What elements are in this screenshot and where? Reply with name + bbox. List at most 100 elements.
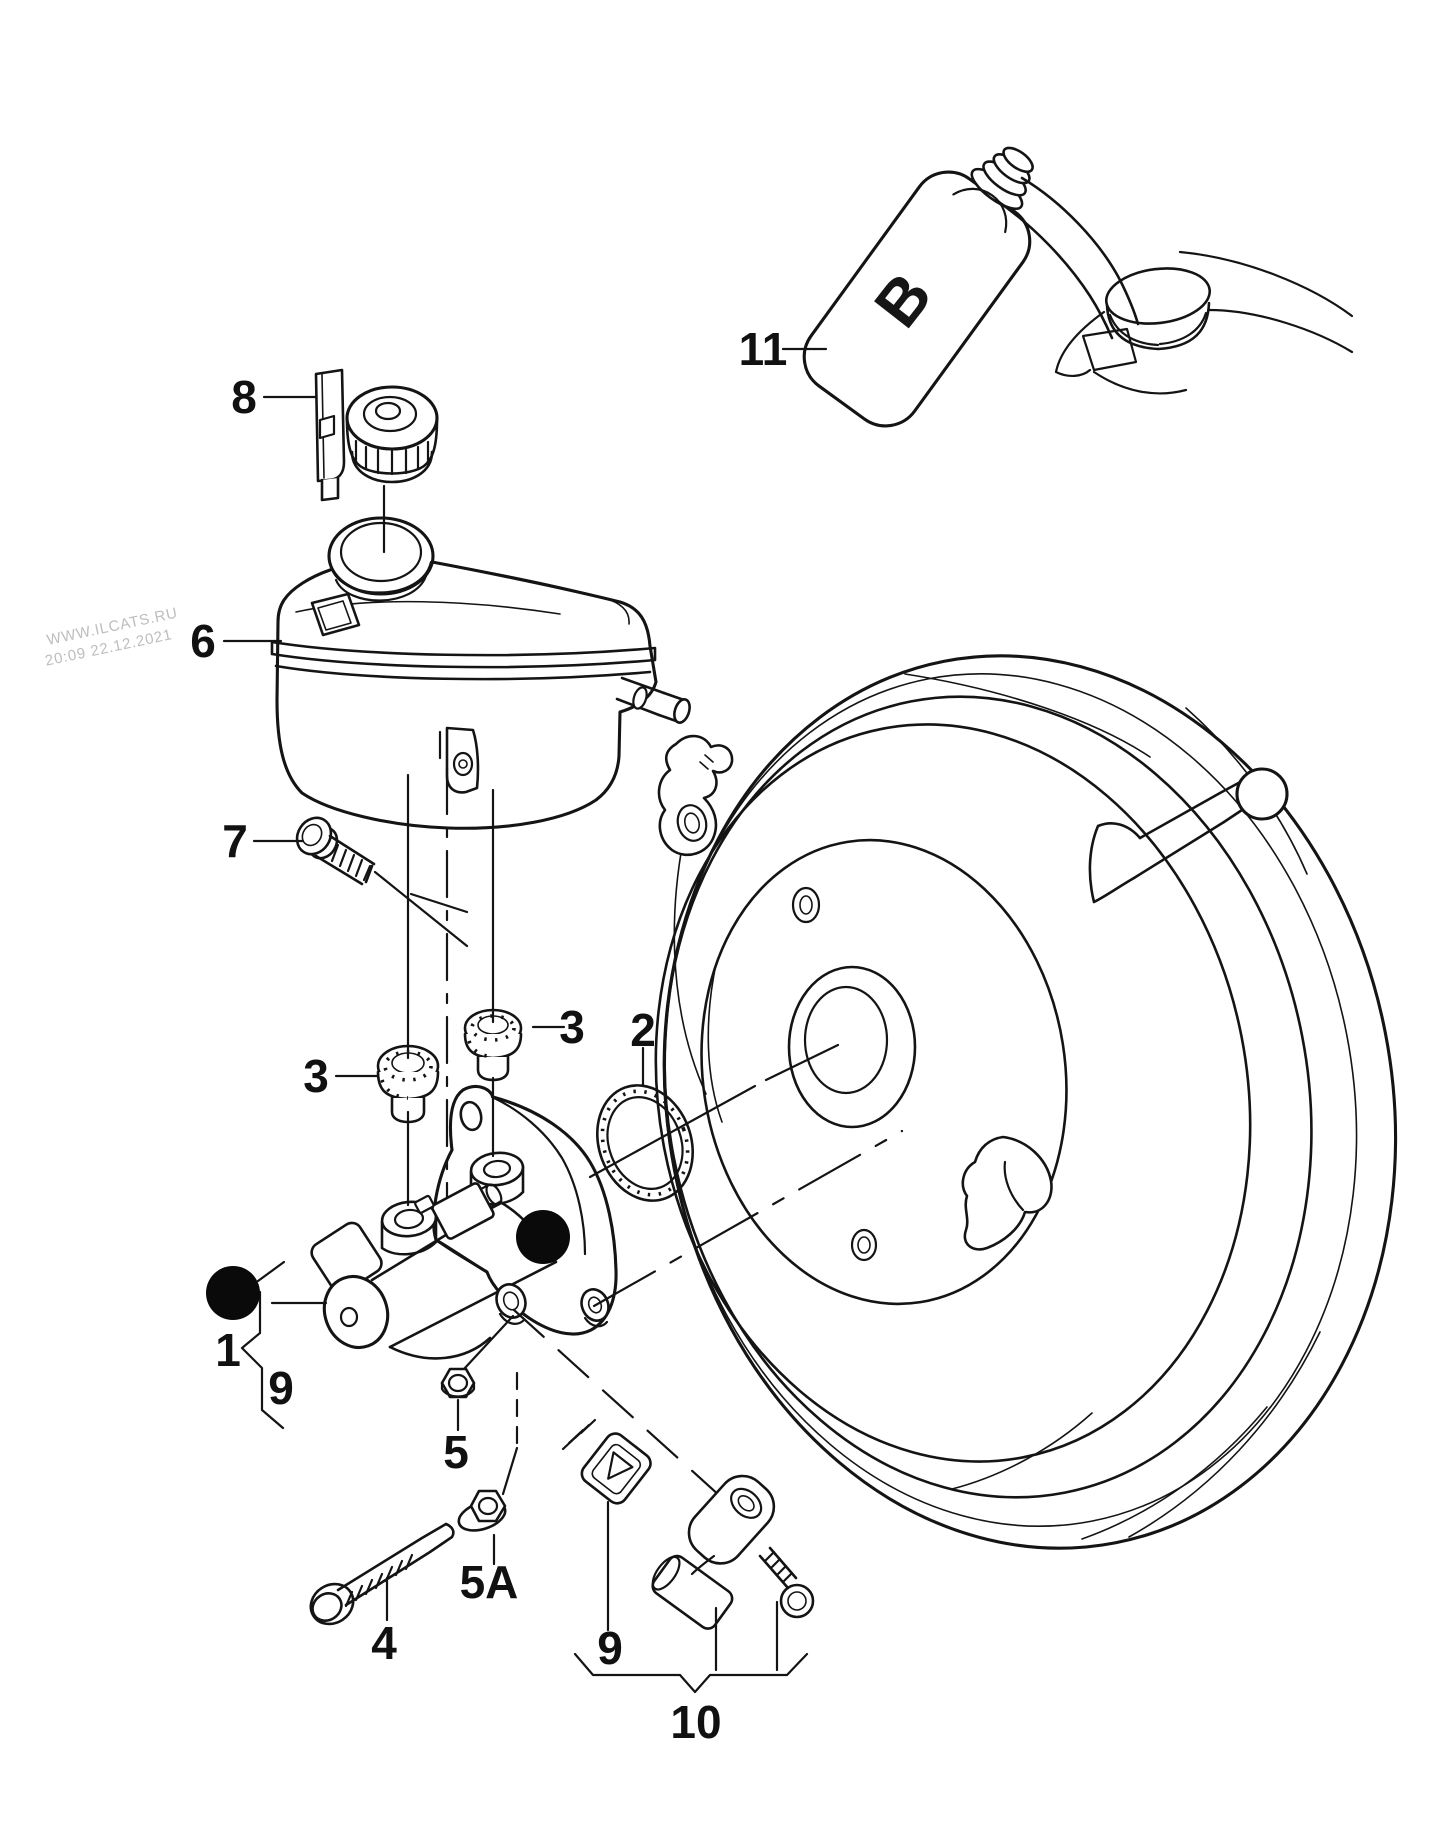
- o-ring-outer: [595, 1084, 695, 1202]
- cylinder-sensor-block: [414, 1182, 503, 1240]
- callout-4: 4: [371, 1617, 397, 1669]
- callout-dot-2: [516, 1210, 570, 1264]
- callout-dot-1: [206, 1266, 260, 1320]
- servo-front-rim: [663, 695, 1313, 1499]
- connector9-body: [580, 1432, 652, 1505]
- o-ring-seal: [595, 1084, 695, 1202]
- sensor-block-terminal: [414, 1194, 435, 1214]
- fluid-bottle: [802, 146, 1354, 428]
- callout-5: 5: [443, 1426, 469, 1478]
- sensor-assembly-10: [651, 1474, 815, 1630]
- servo-inner-plate: [700, 838, 1068, 1306]
- sensor-block-body: [431, 1182, 495, 1240]
- reservoir-nipple-tip: [673, 698, 691, 724]
- bracket-1-9: [240, 1290, 285, 1430]
- cylinder-belly: [388, 1336, 492, 1360]
- master-cylinder: [310, 1084, 618, 1360]
- cap-bottom-rim: [350, 450, 434, 484]
- reservoir-neck-mouth: [339, 521, 423, 583]
- reservoir-neck-threads: [329, 560, 433, 602]
- callout-6: 6: [190, 615, 216, 667]
- callout-7: 7: [222, 815, 248, 867]
- bolt4-shank: [336, 1522, 455, 1607]
- callout-10: 10: [670, 1696, 721, 1748]
- leader-7-diagonal: [373, 870, 469, 948]
- nut5-hole: [447, 1373, 469, 1393]
- cap-connector-notch: [318, 414, 336, 440]
- servo-hub-inner: [803, 985, 889, 1095]
- servo-face: [654, 723, 1252, 1463]
- servo-arc-top: [904, 673, 1151, 758]
- vehicle-neck-wall: [1105, 301, 1211, 351]
- axis-sensor: [512, 1308, 733, 1508]
- o-ring-inner: [606, 1096, 684, 1190]
- axis-hub: [588, 1043, 840, 1179]
- servo-tab-upper-slot: [699, 754, 714, 770]
- axis-stud-upper: [592, 1129, 904, 1308]
- reservoir-cap: [314, 368, 439, 502]
- callout-8: 8: [231, 371, 257, 423]
- vehicle-neck-mouth: [1104, 267, 1212, 325]
- sensor-screw-socket: [787, 1591, 807, 1611]
- port-left-hole: [393, 1208, 425, 1230]
- flange-slot-left: [495, 1283, 527, 1319]
- port-right-hole: [482, 1159, 512, 1179]
- servo-tab-upper-hole-inner: [683, 812, 701, 834]
- port-right-mouth: [469, 1151, 525, 1187]
- sensor-bracket-eyelet-inner: [737, 1495, 755, 1512]
- callout-3-left: 3: [303, 1050, 329, 1102]
- servo-arc-bottom2: [1081, 1406, 1268, 1540]
- watermark: WWW.ILCATS.RU 20:09 22.12.2021: [44, 605, 180, 670]
- bracket-10: [573, 1652, 809, 1694]
- servo-hub-outer: [787, 965, 917, 1129]
- nut-5a: [457, 1489, 507, 1532]
- callout-2: 2: [630, 1004, 656, 1056]
- connector9-keyway: [607, 1451, 634, 1480]
- pushrod-boot: [1088, 822, 1142, 904]
- connector9-inner: [591, 1443, 642, 1495]
- brake-servo: [654, 654, 1398, 1550]
- callout-5a: 5A: [460, 1556, 519, 1608]
- bolt4-threads: [344, 1553, 414, 1608]
- reservoir-top-ridge: [431, 561, 630, 625]
- cylinder-neck-line: [434, 1238, 489, 1274]
- grommet-left-skirt: [376, 1070, 440, 1101]
- pushrod-ball-end: [1235, 767, 1289, 821]
- connector-9: [561, 1418, 652, 1505]
- sensor-face: [651, 1555, 681, 1591]
- grommet-left: [376, 1044, 440, 1124]
- pushrod: [1132, 778, 1250, 880]
- callout-9-lower: 9: [597, 1622, 623, 1674]
- brake-fluid-reservoir: [270, 516, 691, 830]
- grommet-right-stipple: [470, 1014, 516, 1042]
- sensor-screw-shank: [758, 1546, 798, 1590]
- bolt4-head: [311, 1592, 343, 1622]
- screw7-head-socket: [301, 823, 323, 847]
- pour-stream-outer: [1020, 176, 1140, 326]
- servo-rivet-hole-upper: [791, 886, 821, 924]
- cap-ribs: [354, 439, 430, 476]
- bracket-10-leaders: [714, 1600, 779, 1672]
- reservoir-nipple-collar: [632, 686, 648, 710]
- flange-slot-left-hook: [498, 1312, 526, 1325]
- reservoir-tab-hole: [452, 751, 474, 777]
- servo-tab-upper-hole: [676, 804, 708, 842]
- flange-ear-hole: [459, 1100, 483, 1132]
- grommet-right: [463, 1008, 523, 1082]
- nut5a-hole: [477, 1496, 499, 1516]
- servo-rivet-hole-lower: [850, 1228, 878, 1262]
- sensor-screw-head: [779, 1583, 815, 1619]
- bottle-shoulder: [952, 187, 1008, 234]
- sensor-body: [651, 1554, 734, 1630]
- cylinder-face-hole: [339, 1306, 359, 1328]
- callout-9-upper: 9: [268, 1362, 294, 1414]
- cap-dome-inner: [374, 401, 402, 421]
- screw7-threads: [330, 843, 372, 882]
- bottle-neck-ring4: [1002, 146, 1034, 174]
- cap-dome: [362, 395, 418, 433]
- reservoir-tab-hole-inner: [458, 759, 468, 769]
- sensor-block-nose: [485, 1183, 503, 1206]
- o-ring-stipple: [600, 1089, 690, 1197]
